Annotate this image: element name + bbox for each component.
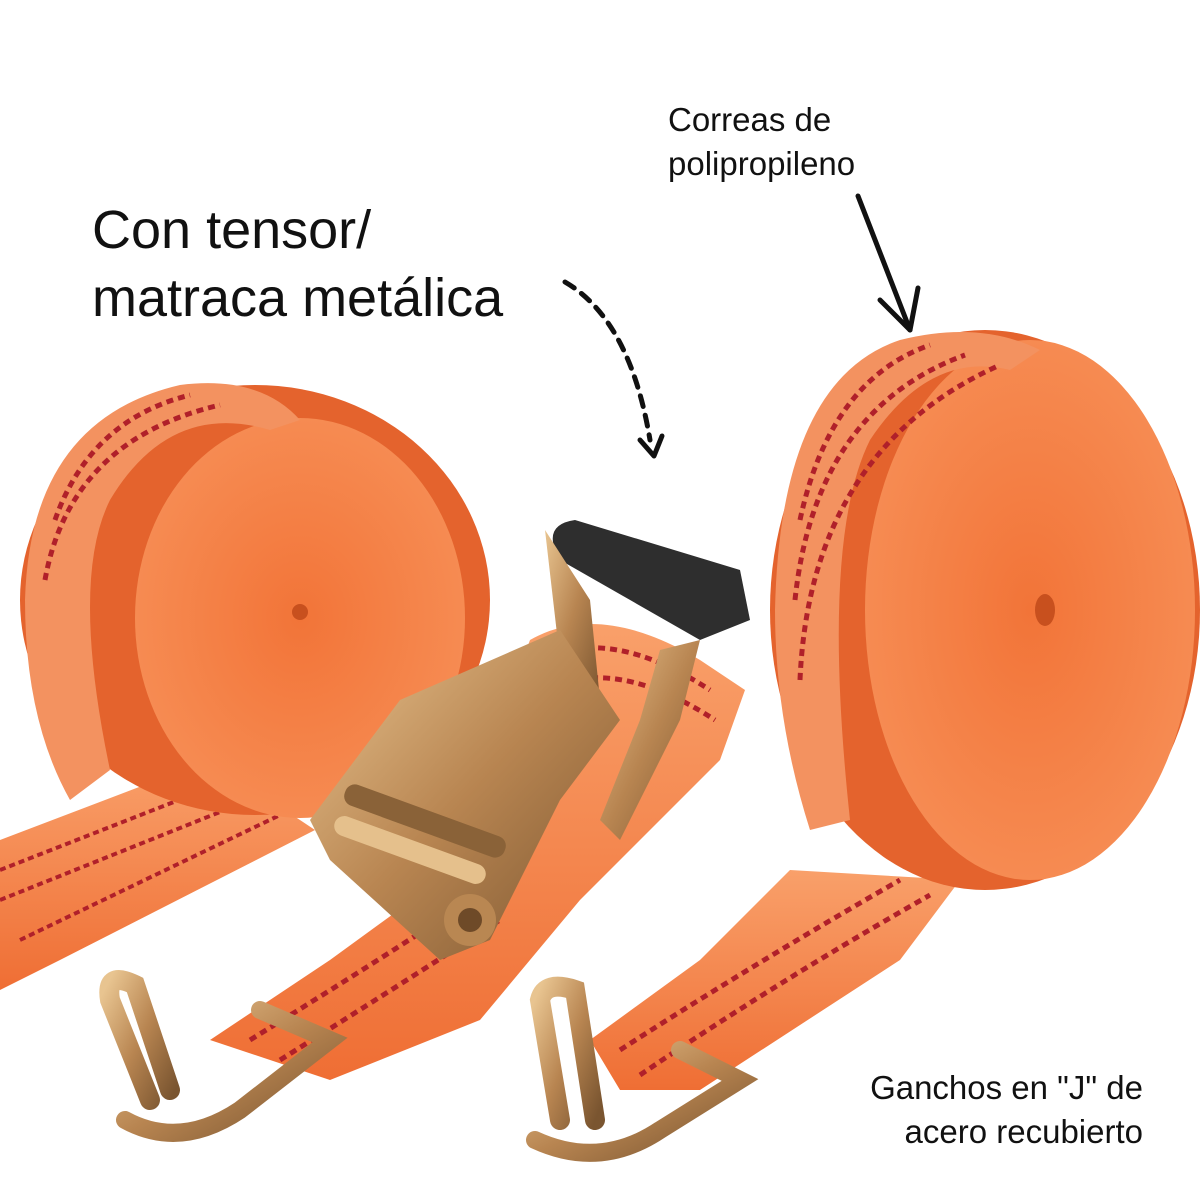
left-j-hook — [99, 970, 348, 1142]
hooks-annotation-line1: Ganchos en "J" de — [870, 1069, 1143, 1106]
straps-annotation-line2: polipropileno — [668, 145, 856, 182]
hooks-annotation-line2: acero recubierto — [904, 1113, 1143, 1150]
solid-arrow-icon — [855, 193, 913, 333]
dashed-arrowhead-icon — [637, 433, 665, 459]
ratchet-annotation: Con tensor/ matraca metálica — [92, 196, 503, 332]
dashed-arrow-icon — [562, 279, 653, 443]
right-j-hook — [526, 976, 759, 1162]
right-strap-tail — [590, 870, 960, 1090]
right-strap-roll — [770, 330, 1200, 890]
left-strap-roll — [20, 383, 490, 818]
straps-annotation-line1: Correas de — [668, 101, 832, 138]
ratchet-buckle — [310, 520, 750, 960]
ratchet-annotation-line1: Con tensor/ — [92, 200, 372, 260]
solid-arrowhead-icon — [877, 285, 921, 333]
hooks-annotation: Ganchos en "J" de acero recubierto — [838, 1066, 1143, 1154]
ratchet-annotation-line2: matraca metálica — [92, 268, 504, 328]
straps-annotation: Correas de polipropileno — [668, 98, 855, 186]
